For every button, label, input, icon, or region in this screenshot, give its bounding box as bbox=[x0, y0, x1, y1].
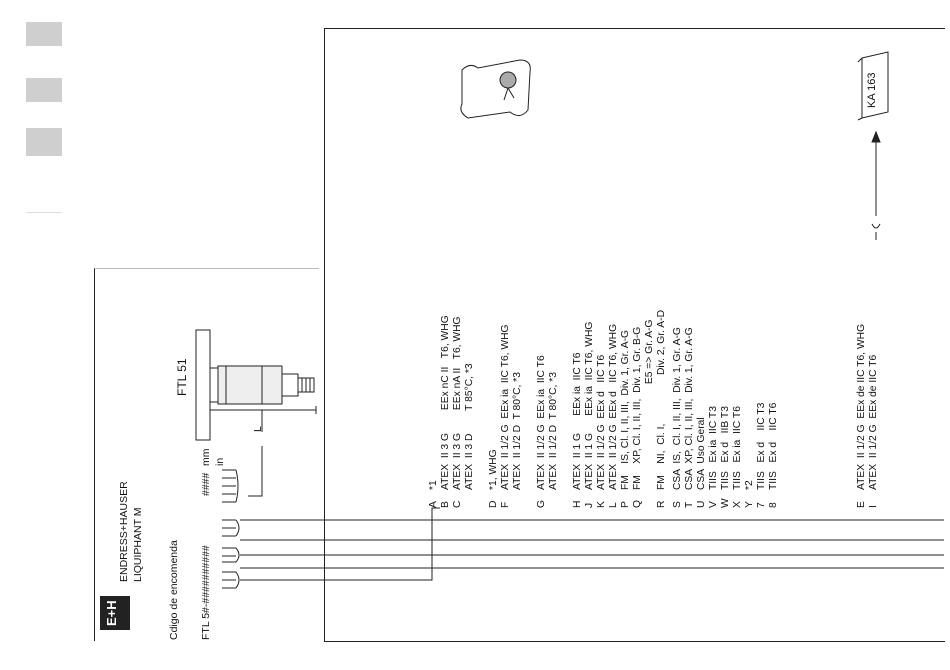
approval-panel bbox=[324, 28, 945, 642]
table-row: X TIIS Ex ia IIC T6 bbox=[732, 406, 743, 508]
table-code: Q bbox=[632, 499, 643, 508]
table-row: L ATEX II 1/2 G EEx d IIC T6, WHG bbox=[608, 324, 619, 508]
table-row: I ATEX II 1/2 G EEx de IIC T6 bbox=[868, 355, 879, 508]
table-text: CSA IS, Cl. I, II, III, Div. 1, Gr. A-G bbox=[672, 327, 683, 490]
table-row: ATEX II 1/2 D T 80°C, *3 bbox=[512, 372, 523, 508]
table-row: B ATEX II 3 G EEx nC II T6, WHG bbox=[440, 315, 451, 508]
table-row: K ATEX II 1/2 G EEx d IIC T6 bbox=[596, 355, 607, 508]
table-code: X bbox=[732, 501, 743, 508]
table-row: Y *2 bbox=[744, 480, 755, 508]
table-row: J ATEX II 1 G EEx ia IIC T6, WHG bbox=[584, 322, 595, 508]
margin-divider bbox=[26, 212, 62, 213]
table-row: E ATEX II 1/2 G EEx de IIC T6, WHG bbox=[856, 324, 867, 508]
table-code: H bbox=[572, 500, 583, 508]
unit-mm: mm bbox=[200, 448, 212, 467]
table-text: ATEX II 1 G EEx ia IIC T6, WHG bbox=[584, 321, 595, 490]
table-text: CSA Uso Geral bbox=[696, 417, 707, 490]
table-code: S bbox=[672, 501, 683, 508]
table-text: *2 bbox=[744, 480, 755, 490]
table-row: U CSA Uso Geral bbox=[696, 417, 707, 508]
table-code: C bbox=[452, 500, 463, 508]
eh-logo bbox=[100, 596, 130, 630]
device-model: FTL 51 bbox=[175, 358, 189, 396]
table-text: FM XP, Cl. I, II, III, Div. 1, Gr. B-G bbox=[632, 326, 643, 490]
length-label: L bbox=[252, 426, 264, 432]
table-text: *1, WHG bbox=[488, 449, 499, 490]
margin-tab bbox=[26, 78, 62, 102]
table-code: F bbox=[500, 501, 511, 508]
table-code: A bbox=[428, 501, 439, 508]
table-row: 8 TIIS Ex d IIC T6 bbox=[768, 403, 779, 508]
table-row: W TIIS Ex d IIB T3 bbox=[720, 406, 731, 508]
table-code: U bbox=[696, 500, 707, 508]
table-row: ATEX II 3 D T 85°C, *3 bbox=[464, 363, 475, 508]
table-text: E5 => Gr. A-G bbox=[644, 319, 655, 490]
table-code: I bbox=[868, 505, 879, 508]
order-panel bbox=[94, 268, 319, 641]
order-code: FTL 5#-########## bbox=[200, 545, 212, 640]
table-text: *1 bbox=[428, 480, 439, 490]
table-code: E bbox=[856, 501, 867, 508]
table-text: TIIS Ex d IIB T3 bbox=[720, 406, 731, 490]
table-text: TIIS Ex d IIC T6 bbox=[768, 402, 779, 490]
table-row: F ATEX II 1/2 G EEx ia IIC T6, WHG bbox=[500, 324, 511, 508]
unit-code: #### bbox=[200, 472, 212, 496]
table-row: D *1, WHG bbox=[488, 449, 499, 508]
table-text: ATEX II 1/2 D T 80°C, *3 bbox=[512, 371, 523, 490]
table-code: P bbox=[620, 501, 631, 508]
table-code: V bbox=[708, 501, 719, 508]
table-text: ATEX II 3 G EEx nA II T6, WHG bbox=[452, 316, 463, 490]
table-row: S CSA IS, Cl. I, II, III, Div. 1, Gr. A-G bbox=[672, 327, 683, 508]
table-text: TIIS Ex ia IIC T6 bbox=[732, 406, 743, 490]
table-row: A *1 bbox=[428, 480, 439, 508]
brand-name: ENDRESS+HAUSER bbox=[118, 481, 130, 582]
table-text: ATEX II 1/2 G EEx d IIC T6, WHG bbox=[608, 323, 619, 490]
margin-tab bbox=[26, 22, 62, 46]
table-text: CSA XP, Cl. I, II, III, Div. 1, Gr. A-G bbox=[684, 327, 695, 490]
table-code: K bbox=[596, 501, 607, 508]
table-text: ATEX II 1/2 G EEx de IIC T6 bbox=[868, 354, 879, 490]
table-text: ATEX II 1/2 G EEx d IIC T6 bbox=[596, 354, 607, 490]
table-row: C ATEX II 3 G EEx nA II T6, WHG bbox=[452, 316, 463, 508]
table-text: TIIS Ex d IIC T3 bbox=[756, 402, 767, 490]
table-text: ATEX II 1 G EEx ia IIC T6 bbox=[572, 352, 583, 490]
table-code: W bbox=[720, 498, 731, 508]
table-text: FM NI, Cl. I, Div. 2, Gr. A-D bbox=[656, 309, 667, 490]
table-code: Y bbox=[744, 501, 755, 508]
product-line: LIQUIPHANT M bbox=[132, 507, 144, 582]
table-row: T CSA XP, Cl. I, II, III, Div. 1, Gr. A-G bbox=[684, 327, 695, 508]
table-code: J bbox=[584, 502, 595, 508]
table-text: ATEX II 1/2 G EEx ia IIC T6 bbox=[536, 355, 547, 490]
table-text: ATEX II 3 D T 85°C, *3 bbox=[464, 363, 475, 490]
table-text: ATEX II 1/2 G EEx de IIC T6, WHG bbox=[856, 323, 867, 490]
table-text: TIIS Ex ia IIC T3 bbox=[708, 406, 719, 490]
table-row: G ATEX II 1/2 G EEx ia IIC T6 bbox=[536, 355, 547, 508]
table-code: G bbox=[536, 499, 547, 508]
margin-tab bbox=[26, 128, 62, 156]
order-code-label: Cdigo de encomenda bbox=[168, 540, 180, 640]
table-row: V TIIS Ex ia IIC T3 bbox=[708, 406, 719, 508]
table-code: B bbox=[440, 501, 451, 508]
table-code: 8 bbox=[768, 502, 779, 508]
table-row: Q FM XP, Cl. I, II, III, Div. 1, Gr. B-G bbox=[632, 327, 643, 508]
table-text: ATEX II 1/2 D T 80°C, *3 bbox=[548, 371, 559, 490]
table-text: ATEX II 1/2 G EEx ia IIC T6, WHG bbox=[500, 324, 511, 490]
table-row: ATEX II 1/2 D T 80°C, *3 bbox=[548, 372, 559, 508]
table-code: R bbox=[656, 500, 667, 508]
unit-in: in bbox=[214, 457, 226, 466]
table-row: R FM NI, Cl. I, Div. 2, Gr. A-D bbox=[656, 310, 667, 508]
table-row: E5 => Gr. A-G bbox=[644, 319, 655, 508]
table-row: H ATEX II 1 G EEx ia IIC T6 bbox=[572, 352, 583, 508]
table-row: P FM IS, Cl. I, II, III, Div. 1, Gr. A-G bbox=[620, 330, 631, 508]
ka-badge: KA 163 bbox=[866, 72, 878, 108]
table-code: T bbox=[684, 501, 695, 508]
eh-logo-text: E+H bbox=[104, 600, 119, 626]
table-text: FM IS, Cl. I, II, III, Div. 1, Gr. A-G bbox=[620, 329, 631, 490]
table-text: ATEX II 3 G EEx nC II T6, WHG bbox=[440, 315, 451, 490]
table-row: 7 TIIS Ex d IIC T3 bbox=[756, 403, 767, 508]
table-code: D bbox=[488, 500, 499, 508]
table-code: L bbox=[608, 502, 619, 508]
table-code: 7 bbox=[756, 502, 767, 508]
